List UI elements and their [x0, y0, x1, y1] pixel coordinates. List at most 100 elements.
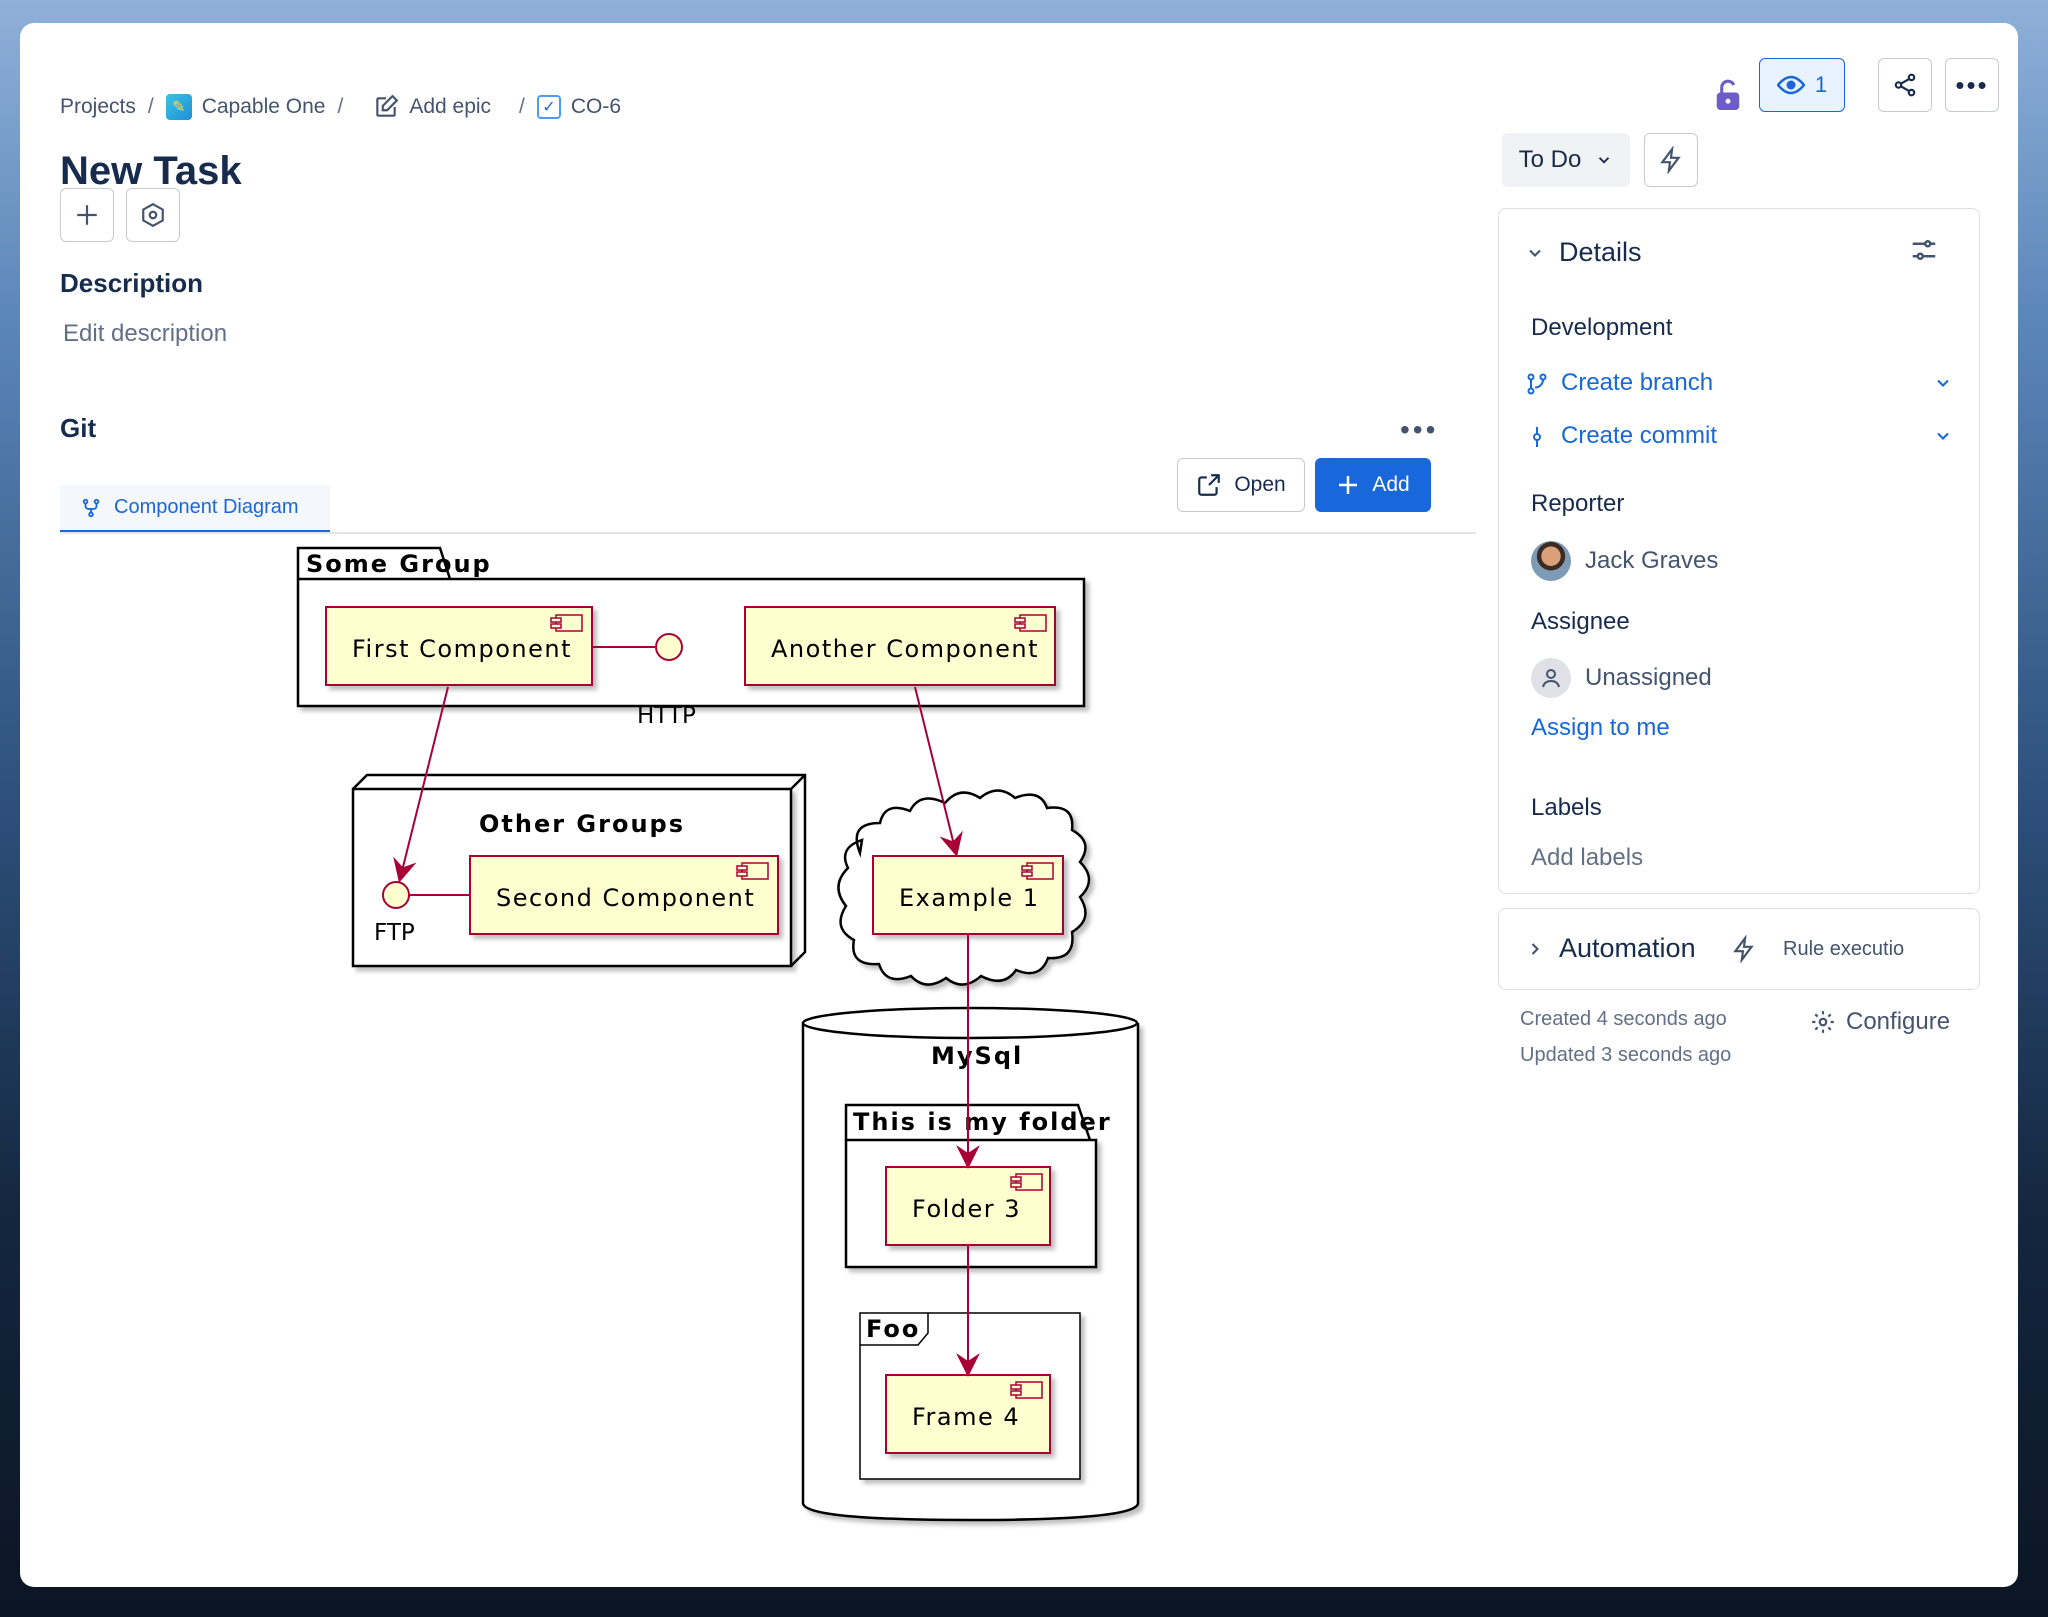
- open-button[interactable]: Open: [1177, 458, 1305, 512]
- other-groups-label: Other Groups: [479, 810, 685, 838]
- configure-button[interactable]: Configure: [1810, 1008, 1950, 1036]
- create-branch-link[interactable]: Create branch: [1561, 369, 1714, 396]
- chevron-down-icon[interactable]: [1525, 243, 1545, 263]
- issue-title[interactable]: New Task: [60, 149, 242, 193]
- description-editor[interactable]: Edit description: [63, 320, 228, 347]
- example1-component[interactable]: Example 1: [872, 855, 1064, 935]
- labels-label: Labels: [1531, 794, 1602, 821]
- assignee-value[interactable]: Unassigned: [1585, 664, 1712, 691]
- hexagon-settings-icon: [142, 202, 164, 228]
- breadcrumb-separator: /: [519, 95, 525, 118]
- breadcrumb-issue[interactable]: ✓ CO-6: [536, 95, 622, 119]
- mysql-label: MySql: [931, 1042, 1023, 1070]
- configure-label: Configure: [1846, 1008, 1951, 1035]
- automation-panel[interactable]: Automation Rule executio: [1498, 908, 1980, 990]
- http-interface: [655, 633, 683, 661]
- development-label: Development: [1531, 314, 1673, 341]
- unlock-icon: [1716, 79, 1740, 110]
- second-component[interactable]: Second Component: [469, 855, 779, 935]
- assignee-label: Assignee: [1531, 608, 1630, 635]
- branch-icon: [82, 498, 100, 517]
- watch-count: 1: [1814, 72, 1828, 97]
- unassigned-avatar: [1531, 658, 1571, 698]
- http-label: HTTP: [637, 703, 696, 729]
- folder3-component[interactable]: Folder 3: [885, 1166, 1051, 1246]
- labels-field[interactable]: Add labels: [1531, 844, 1644, 871]
- share-icon: [1894, 73, 1916, 97]
- status-dropdown[interactable]: To Do: [1502, 133, 1630, 187]
- reporter-name[interactable]: Jack Graves: [1585, 547, 1719, 574]
- breadcrumb-separator: /: [147, 95, 154, 118]
- lightning-icon: [1660, 146, 1681, 174]
- chevron-down-icon[interactable]: [1933, 373, 1953, 393]
- details-panel: Details Development Create branch Create…: [1498, 208, 1980, 894]
- another-component[interactable]: Another Component: [744, 606, 1056, 686]
- created-timestamp: Created 4 seconds ago: [1520, 1008, 1727, 1030]
- breadcrumb: Projects / ✎ Capable One / Add epic / ✓ …: [60, 81, 621, 133]
- another-component-label: Another Component: [771, 635, 1039, 663]
- settings-sliders-icon[interactable]: [1909, 235, 1939, 265]
- more-icon: •••: [1955, 69, 1989, 100]
- second-component-label: Second Component: [496, 884, 755, 912]
- more-actions-button[interactable]: •••: [1945, 58, 1999, 112]
- updated-timestamp: Updated 3 seconds ago: [1520, 1044, 1732, 1066]
- first-component-label: First Component: [352, 635, 572, 663]
- chevron-down-icon[interactable]: [1933, 426, 1953, 446]
- watch-button[interactable]: 1: [1759, 58, 1845, 112]
- details-heading[interactable]: Details: [1559, 237, 1642, 267]
- breadcrumb-projects[interactable]: Projects: [60, 95, 136, 118]
- git-heading: Git: [60, 413, 97, 443]
- apps-button[interactable]: [126, 188, 180, 242]
- ftp-label: FTP: [374, 920, 415, 946]
- folder-label: This is my folder: [853, 1108, 1112, 1136]
- add-label: Add: [1372, 473, 1410, 496]
- issue-window: Projects / ✎ Capable One / Add epic / ✓ …: [20, 23, 2018, 1587]
- plus-icon: [1339, 476, 1358, 494]
- share-button[interactable]: [1878, 58, 1932, 112]
- add-child-button[interactable]: [60, 188, 114, 242]
- actions-bolt-button[interactable]: [1644, 133, 1698, 187]
- breadcrumb-issue-label: CO-6: [570, 95, 622, 118]
- eye-icon: [1776, 75, 1805, 95]
- lightning-icon: [1733, 935, 1754, 963]
- breadcrumb-epic-label: Add epic: [409, 95, 492, 118]
- edit-icon: [376, 94, 399, 117]
- user-icon: [1542, 669, 1560, 688]
- folder3-label: Folder 3: [912, 1195, 1021, 1223]
- ftp-interface: [382, 881, 410, 909]
- frame4-label: Frame 4: [912, 1403, 1020, 1431]
- component-diagram: Some Group First Component HTTP Another …: [296, 546, 1140, 1522]
- add-button[interactable]: Add: [1315, 458, 1431, 512]
- commit-icon: [1533, 427, 1541, 447]
- first-component[interactable]: First Component: [325, 606, 593, 686]
- tab-divider: [60, 532, 1476, 534]
- branch-icon: [1527, 373, 1547, 395]
- tab-component-diagram[interactable]: Component Diagram: [60, 485, 330, 533]
- breadcrumb-add-epic[interactable]: Add epic: [373, 94, 491, 120]
- example1-label: Example 1: [899, 884, 1040, 912]
- some-group-label: Some Group: [306, 550, 492, 578]
- chevron-down-icon: [1599, 157, 1610, 164]
- project-icon: ✎: [165, 94, 192, 120]
- reporter-label: Reporter: [1531, 490, 1625, 517]
- assign-to-me-link[interactable]: Assign to me: [1531, 714, 1670, 741]
- plus-icon: [77, 205, 97, 225]
- breadcrumb-separator: /: [337, 95, 344, 118]
- create-commit-link[interactable]: Create commit: [1561, 422, 1718, 449]
- open-label: Open: [1234, 473, 1286, 496]
- gear-icon: [1812, 1011, 1834, 1033]
- task-icon: ✓: [536, 95, 561, 119]
- external-link-icon: [1198, 474, 1221, 496]
- tab-label: Component Diagram: [114, 496, 299, 518]
- chevron-right-icon: [1531, 943, 1539, 955]
- frame4-component[interactable]: Frame 4: [885, 1374, 1051, 1454]
- description-heading: Description: [60, 268, 204, 298]
- foo-label: Foo: [866, 1315, 920, 1343]
- automation-heading: Automation: [1559, 933, 1696, 963]
- restriction-button[interactable]: [1708, 67, 1748, 123]
- breadcrumb-project-label: Capable One: [201, 95, 326, 118]
- git-more-icon[interactable]: •••: [1400, 414, 1439, 445]
- status-label: To Do: [1518, 146, 1582, 173]
- breadcrumb-project[interactable]: ✎ Capable One: [165, 94, 326, 120]
- rule-executions-label: Rule executio: [1783, 938, 1905, 960]
